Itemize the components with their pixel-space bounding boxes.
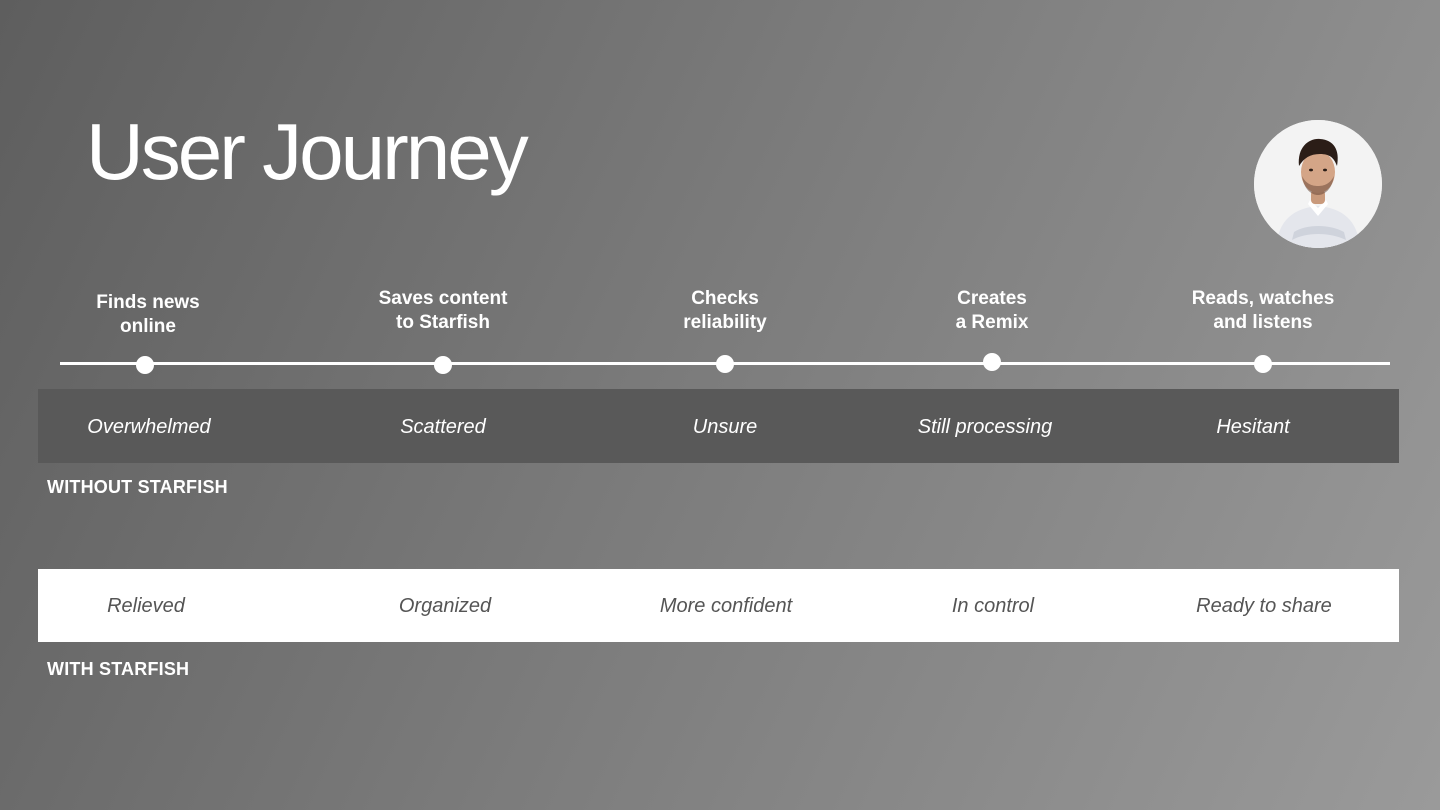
timeline-dot [136, 356, 154, 374]
timeline-dot [434, 356, 452, 374]
feeling-label: Organized [398, 595, 492, 617]
step-text: Finds news online [96, 292, 200, 337]
step-label-finds-news: Finds news online [58, 291, 238, 339]
feeling-label: In control [951, 595, 1035, 617]
person-photo-icon [1254, 120, 1382, 248]
timeline-dot [1254, 355, 1272, 373]
feeling-label: Unsure [692, 416, 758, 438]
timeline-dot [983, 353, 1001, 371]
step-label-saves-content: Saves content to Starfish [353, 287, 533, 335]
step-text: Checks reliability [683, 288, 767, 333]
feeling-label: Overwhelmed [87, 416, 211, 438]
avatar [1254, 120, 1382, 248]
feeling-label: Hesitant [1216, 416, 1290, 438]
step-label-reads-watches: Reads, watches and listens [1173, 287, 1353, 335]
feeling-label: Scattered [400, 416, 486, 438]
feeling-label: Ready to share [1196, 595, 1332, 617]
step-text: Reads, watches and listens [1191, 288, 1335, 333]
timeline-dot [716, 355, 734, 373]
page-title: User Journey [86, 107, 529, 196]
without-starfish-caption: WITHOUT STARFISH [47, 477, 228, 497]
step-label-creates-remix: Creates a Remix [902, 287, 1082, 335]
feeling-label: Relieved [107, 595, 185, 617]
with-starfish-caption: WITH STARFISH [47, 659, 190, 679]
feeling-label: More confident [659, 595, 793, 617]
with-starfish-band: Relieved Organized More confident In con… [38, 569, 1399, 642]
step-label-checks-reliability: Checks reliability [635, 287, 815, 335]
without-starfish-band: Overwhelmed Scattered Unsure Still proce… [38, 389, 1399, 463]
step-text: Saves content to Starfish [378, 288, 508, 333]
step-text: Creates a Remix [955, 288, 1029, 333]
feeling-label: Still processing [917, 416, 1053, 438]
